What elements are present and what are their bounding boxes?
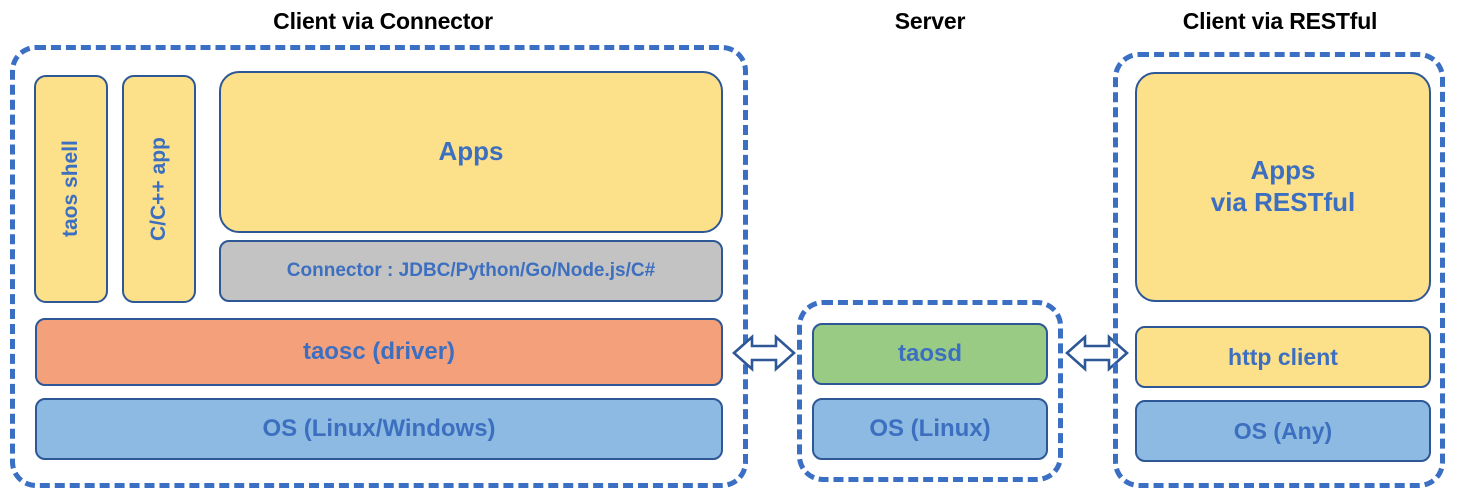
box-os-linux-windows[interactable]: OS (Linux/Windows): [35, 398, 723, 460]
section-title-client-restful: Client via RESTful: [1182, 8, 1378, 34]
section-title-client-connector: Client via Connector: [273, 8, 493, 34]
box-apps-via-restful-line1: Apps: [1250, 155, 1316, 186]
box-http-client[interactable]: http client: [1135, 326, 1431, 388]
group-client-via-connector: [10, 45, 748, 488]
group-client-via-restful: [1113, 52, 1445, 488]
bidirectional-arrow-left: [732, 334, 796, 372]
box-taos-shell[interactable]: taos shell: [34, 75, 108, 303]
box-taosc-driver[interactable]: taosc (driver): [35, 318, 723, 386]
box-taosd[interactable]: taosd: [812, 323, 1048, 385]
box-apps-via-restful[interactable]: Apps via RESTful: [1135, 72, 1431, 302]
box-os-any[interactable]: OS (Any): [1135, 400, 1431, 462]
box-c-cpp-app[interactable]: C/C++ app: [122, 75, 196, 303]
bidirectional-arrow-right: [1065, 334, 1129, 372]
section-title-server: Server: [894, 8, 966, 34]
group-server: [797, 300, 1063, 482]
box-os-linux[interactable]: OS (Linux): [812, 398, 1048, 460]
box-connector-list[interactable]: Connector : JDBC/Python/Go/Node.js/C#: [219, 240, 723, 302]
box-apps-via-restful-line2: via RESTful: [1210, 187, 1356, 217]
box-apps-connector[interactable]: Apps: [219, 71, 723, 233]
